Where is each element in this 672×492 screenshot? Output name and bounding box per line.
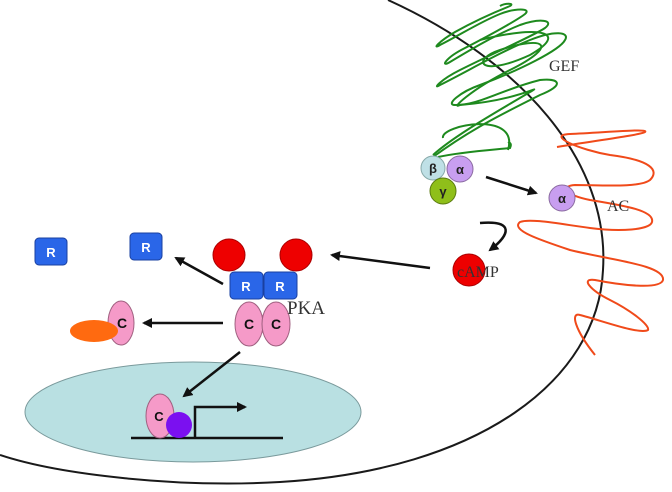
arrow-camp-to-pka — [330, 251, 431, 270]
ac-label: AC — [607, 198, 629, 215]
nucleus — [24, 361, 362, 463]
inhibitor-protein — [70, 320, 118, 342]
pka-camp-1 — [212, 238, 246, 272]
pka-c2-label: C — [271, 316, 281, 332]
pka-regulatory-1 — [229, 271, 264, 300]
arrow-galpha-to-ac — [485, 175, 538, 196]
g-beta-label: β — [429, 161, 437, 176]
free-regulatory-2 — [129, 232, 163, 261]
g-beta-subunit — [420, 155, 446, 181]
g-protein-trimer: β α γ — [420, 155, 474, 205]
pka-camp-2 — [279, 238, 313, 272]
pka-c1-label: C — [244, 316, 254, 332]
pka-r1-label: R — [241, 279, 251, 294]
pka-r2-label: R — [275, 279, 285, 294]
pka-label: PKA — [287, 298, 325, 319]
c-nucleus-label: C — [154, 409, 164, 424]
free-alpha-subunit — [548, 184, 576, 212]
gef-label: GEF — [549, 58, 579, 75]
pka-regulatory-2 — [263, 271, 298, 300]
cell-membrane — [0, 0, 605, 485]
arrow-pka-to-nucleus — [182, 351, 241, 398]
gef-tail — [437, 141, 512, 158]
camp-label: cAMP — [457, 264, 499, 281]
gef-receptor — [432, 31, 550, 156]
g-alpha-subunit — [446, 155, 474, 183]
pka-catalytic-2 — [261, 301, 291, 347]
arrow-ac-to-camp — [479, 221, 507, 252]
free-regulatory-1 — [34, 237, 68, 266]
arrow-pka-to-r — [174, 256, 224, 286]
pka-holoenzyme: R R C C — [212, 238, 313, 347]
gef-coils — [432, 2, 567, 158]
c-bound-label: C — [117, 315, 127, 331]
transcription-start-arrow — [193, 402, 247, 438]
free-alpha-label: α — [558, 191, 566, 206]
camp-molecule — [452, 253, 486, 287]
free-r2-label: R — [141, 240, 151, 255]
ac-enzyme — [517, 129, 664, 356]
g-alpha-label: α — [456, 162, 464, 177]
g-gamma-label: γ — [439, 184, 447, 199]
free-r1-label: R — [46, 245, 56, 260]
g-gamma-subunit — [429, 177, 457, 205]
transcription-factor — [166, 412, 192, 438]
